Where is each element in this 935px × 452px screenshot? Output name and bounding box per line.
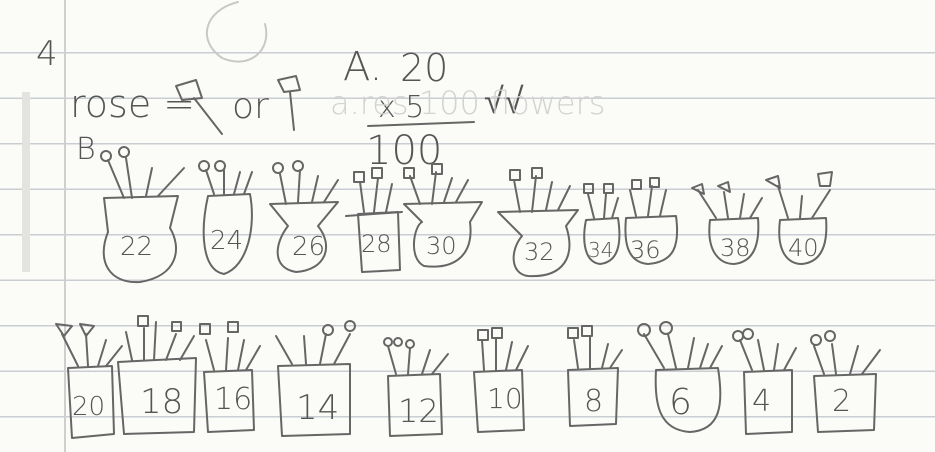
flower-pot-icon (384, 338, 448, 436)
flower-pot-icon (638, 322, 722, 432)
flower-pot-icon (346, 168, 402, 272)
flower-pot-icon (733, 329, 796, 434)
flower-pot-icon (276, 321, 355, 436)
flower-pot-icon (101, 147, 184, 282)
flower-pot-icon (692, 182, 762, 264)
flower-pot-icon (474, 328, 528, 432)
flower-pot-icon (568, 326, 622, 426)
flower-pot-icon (200, 322, 260, 432)
flower-pot-icon (811, 331, 880, 432)
flower-pot-icon (498, 168, 578, 276)
flower-pot-icon (199, 161, 252, 274)
flower-pot-icon (625, 178, 677, 264)
flower-pot-icon (270, 161, 338, 272)
rose-symbol-icon (278, 76, 300, 130)
rose-symbol-icon (176, 80, 222, 134)
flower-pot-icon (56, 324, 122, 438)
flower-pot-icon (584, 184, 619, 264)
flower-pot-icon (766, 172, 832, 264)
flower-pot-icon (404, 164, 482, 267)
flower-pot-icon (118, 316, 196, 434)
